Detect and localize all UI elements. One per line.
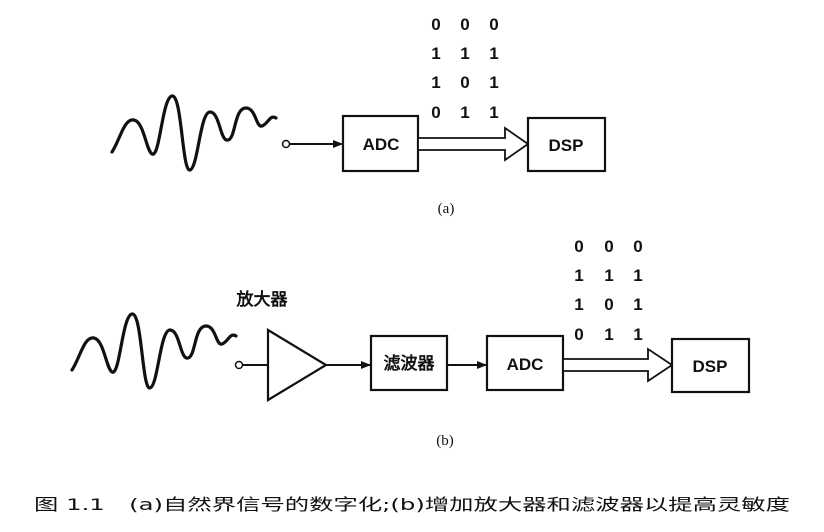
- adc-block-b: [485, 334, 565, 392]
- bit-a-r0-c1: 0: [460, 15, 469, 34]
- panel-a-caption: (a): [438, 201, 455, 217]
- digital-data-hollow-arrow-a: [417, 126, 530, 162]
- dsp-block-b: [670, 337, 751, 394]
- bit-a-r1-c0: 1: [431, 44, 440, 63]
- analog-signal-waveform-a: [110, 94, 278, 172]
- adc-label-a: ADC: [363, 135, 400, 154]
- analog-signal-waveform-b: [70, 312, 238, 390]
- bit-a-r1-c2: 1: [489, 44, 498, 63]
- bit-b-r0-c0: 0: [574, 237, 583, 256]
- bit-b-r0-c2: 0: [633, 237, 642, 256]
- amplifier-label: 放大器: [236, 289, 289, 310]
- dsp-block-a: [526, 116, 607, 173]
- binary-bits-a: 0 0 0 1 1 1 1 0 1 0 1 1: [431, 15, 498, 122]
- adc-label-b: ADC: [507, 355, 544, 374]
- bit-b-r1-c1: 1: [604, 266, 613, 285]
- signal-input-terminal-b: [234, 360, 244, 370]
- bit-a-r0-c2: 0: [489, 15, 498, 34]
- bit-a-r2-c2: 1: [489, 73, 498, 92]
- bit-b-r2-c1: 0: [604, 295, 613, 314]
- bit-b-r3-c1: 1: [604, 325, 613, 344]
- bit-b-r3-c0: 0: [574, 325, 583, 344]
- bit-b-r2-c0: 1: [574, 295, 583, 314]
- bit-a-r3-c1: 1: [460, 103, 469, 122]
- filter-label: 滤波器: [384, 353, 436, 374]
- bit-a-r1-c1: 1: [460, 44, 469, 63]
- signal-input-terminal-a: [281, 139, 291, 149]
- bit-a-r3-c2: 1: [489, 103, 498, 122]
- dsp-label-a: DSP: [549, 136, 584, 155]
- panel-b: 放大器 滤波器 ADC DSP 0 0 0 1 1 1 1 0 1 0 1 1 …: [70, 237, 751, 449]
- amplifier-triangle: [266, 328, 329, 402]
- bit-a-r2-c1: 0: [460, 73, 469, 92]
- bit-b-r3-c2: 1: [633, 325, 642, 344]
- bit-b-r0-c1: 0: [604, 237, 613, 256]
- bit-b-r1-c0: 1: [574, 266, 583, 285]
- digital-data-hollow-arrow-b: [562, 347, 674, 383]
- bit-b-r2-c2: 1: [633, 295, 642, 314]
- binary-bits-b: 0 0 0 1 1 1 1 0 1 0 1 1: [574, 237, 642, 344]
- bit-a-r2-c0: 1: [431, 73, 440, 92]
- dsp-label-b: DSP: [693, 357, 728, 376]
- bit-a-r3-c0: 0: [431, 103, 440, 122]
- panel-a: ADC DSP 0 0 0 1 1 1 1 0 1 0 1 1 (a): [110, 15, 607, 217]
- panel-b-caption: (b): [436, 433, 454, 449]
- bit-b-r1-c2: 1: [633, 266, 642, 285]
- figure-caption: 图 1.1 (a)自然界信号的数字化;(b)增加放大器和滤波器以提高灵敏度: [34, 495, 790, 514]
- bit-a-r0-c0: 0: [431, 15, 440, 34]
- filter-block: [369, 334, 449, 392]
